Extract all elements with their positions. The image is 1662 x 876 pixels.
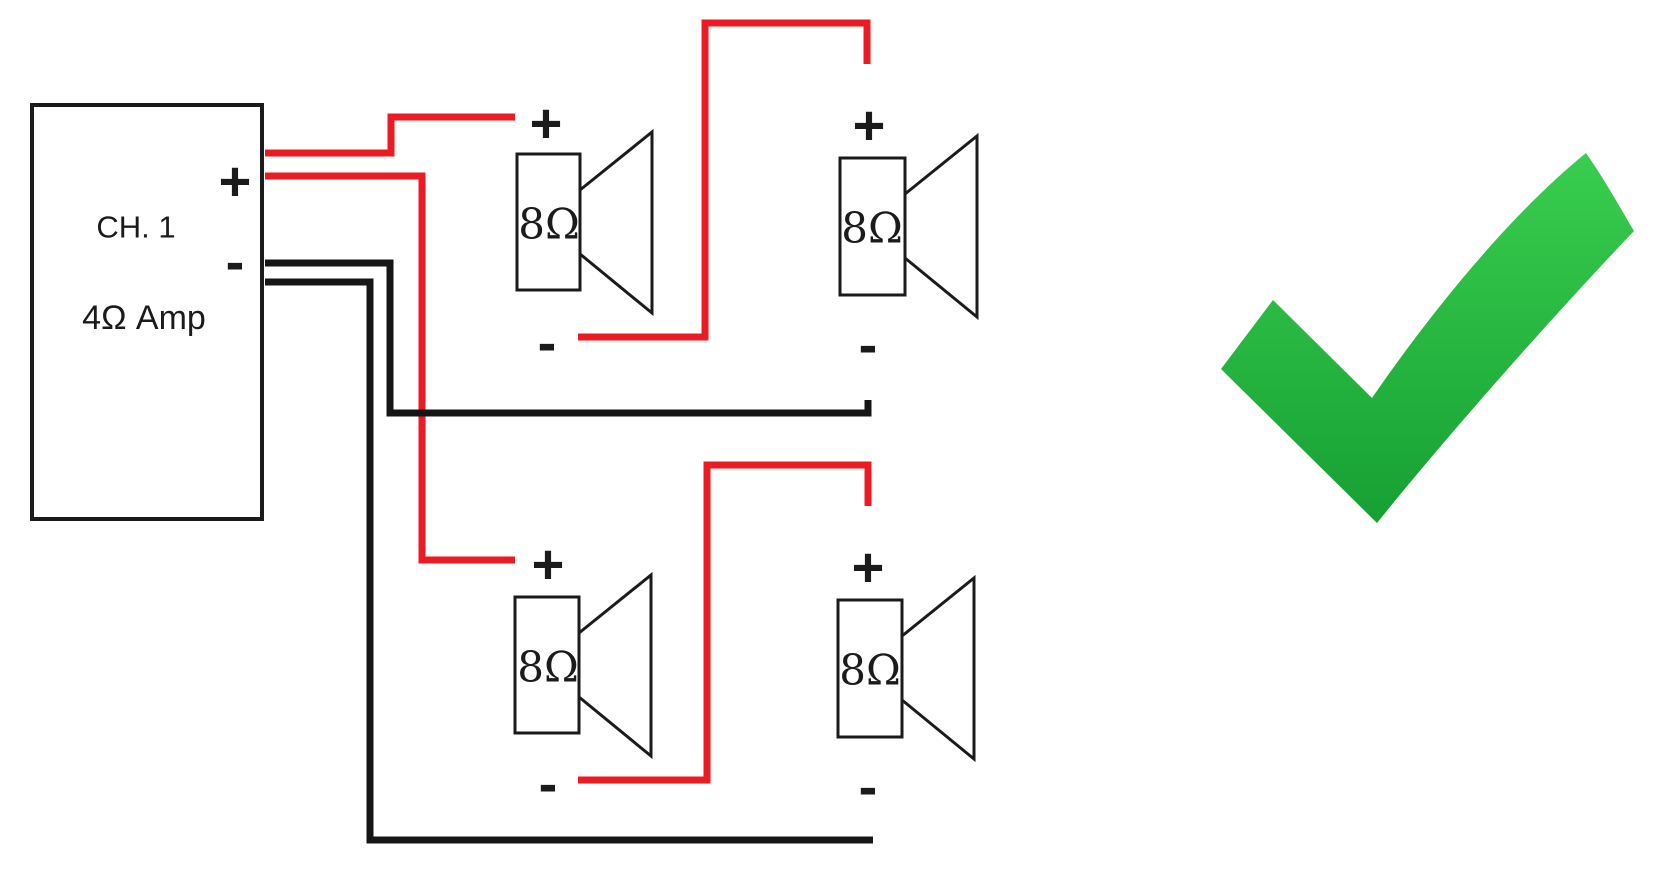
speaker-body bbox=[515, 152, 582, 292]
speaker-cone-icon bbox=[904, 132, 979, 321]
speaker-positive-terminal-label: + bbox=[532, 533, 565, 596]
speaker-top-left: 8Ω + - bbox=[515, 92, 654, 374]
speaker-bottom-right: 8Ω + - bbox=[836, 536, 976, 818]
speaker-impedance-label: 8Ω bbox=[518, 200, 580, 249]
positive-wire-amp-to-bottom-left-speaker bbox=[265, 172, 515, 564]
speaker-positive-terminal-label: + bbox=[530, 92, 563, 155]
speaker-impedance-label: 8Ω bbox=[517, 643, 579, 692]
speaker-cone-icon bbox=[578, 571, 653, 760]
speaker-bottom-left: 8Ω + - bbox=[513, 533, 653, 815]
negative-wire-bottom-right-speaker-to-amp bbox=[265, 278, 873, 844]
speaker-cone-icon bbox=[901, 574, 976, 763]
speaker-negative-terminal-label: - bbox=[538, 311, 557, 374]
series-wire-bottom-pair bbox=[578, 461, 872, 784]
negative-wire-top-right-speaker-to-amp bbox=[265, 259, 872, 417]
speaker-impedance-label: 8Ω bbox=[841, 204, 903, 253]
amplifier-box bbox=[30, 103, 264, 521]
speaker-body bbox=[513, 595, 581, 735]
amp-channel-label: CH. 1 bbox=[96, 210, 175, 245]
amp-positive-terminal-label: + bbox=[219, 150, 252, 213]
amplifier: CH. 1 4Ω Amp + - bbox=[30, 103, 264, 521]
speaker-impedance-label: 8Ω bbox=[839, 646, 901, 695]
speaker-cone-icon bbox=[579, 128, 654, 317]
speaker-body bbox=[838, 156, 907, 297]
speaker-positive-terminal-label: + bbox=[853, 94, 886, 157]
positive-wire-amp-to-top-left-speaker bbox=[265, 113, 515, 157]
speaker-negative-terminal-label: - bbox=[859, 755, 878, 818]
speaker-positive-terminal-label: + bbox=[852, 536, 885, 599]
speaker-negative-terminal-label: - bbox=[539, 752, 558, 815]
speaker-top-right: 8Ω + - bbox=[838, 94, 979, 376]
amp-negative-terminal-label: - bbox=[226, 230, 245, 293]
series-wire-top-pair bbox=[578, 19, 871, 341]
speaker-body bbox=[836, 598, 904, 739]
speaker-negative-terminal-label: - bbox=[859, 313, 878, 376]
amp-impedance-label: 4Ω Amp bbox=[82, 299, 206, 337]
green-checkmark-icon bbox=[1221, 153, 1634, 523]
